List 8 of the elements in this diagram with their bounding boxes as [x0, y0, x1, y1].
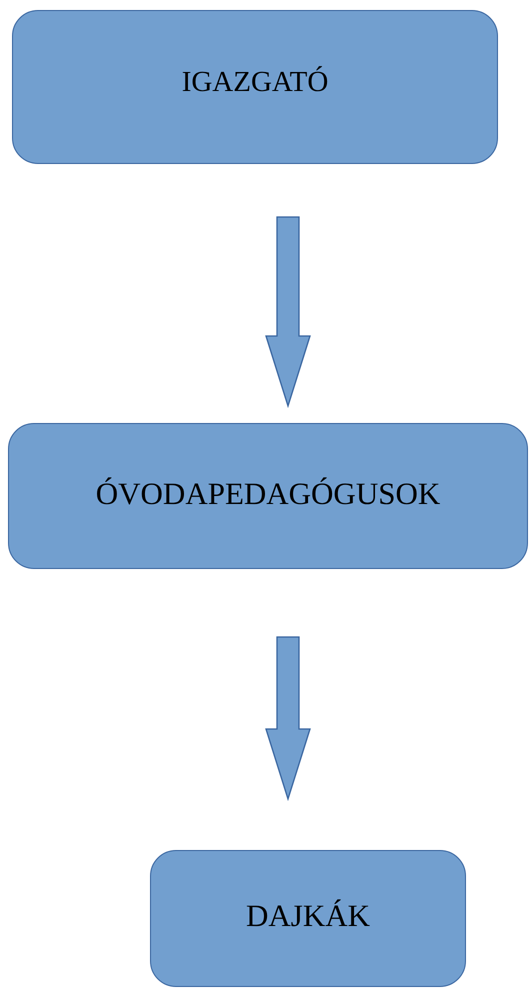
process-box: [12, 10, 498, 164]
box-label: DAJKÁK: [246, 898, 370, 934]
box-label: IGAZGATÓ: [182, 66, 328, 98]
block-arrow: [265, 636, 311, 802]
process-box: [150, 850, 466, 987]
box-label: ÓVODAPEDAGÓGUSOK: [96, 476, 440, 512]
block-arrow: [265, 216, 311, 408]
process-box: [8, 423, 528, 569]
